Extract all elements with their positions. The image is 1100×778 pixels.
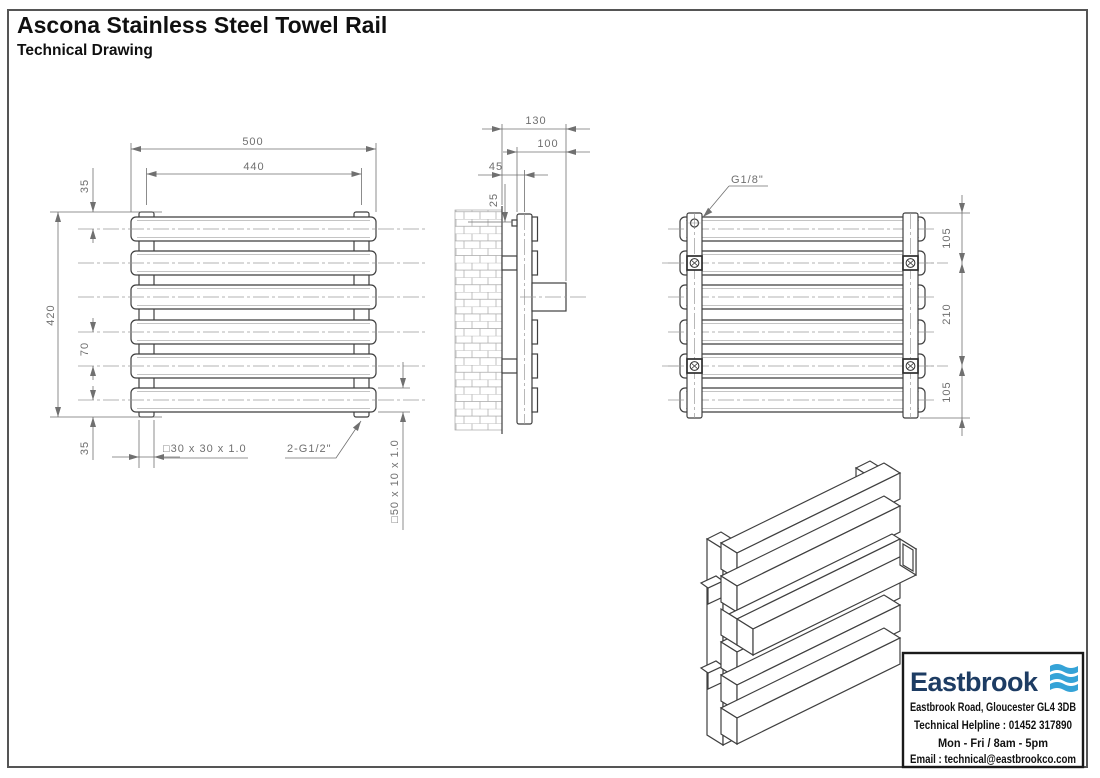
brand-name: Eastbrook bbox=[910, 667, 1039, 697]
side-view bbox=[454, 206, 586, 434]
side-view-dimensions: 130 100 45 25 bbox=[468, 115, 590, 281]
dim-top-offset: 35 bbox=[79, 179, 91, 193]
back-view-dimensions: G1/8" 105 210 105 bbox=[702, 174, 970, 436]
logo-address: Eastbrook Road, Gloucester GL4 3DB bbox=[910, 700, 1076, 714]
wall-bracket bbox=[501, 358, 518, 374]
front-upright bbox=[138, 211, 155, 418]
logo-box: Eastbrook Eastbrook Road, Gloucester GL4… bbox=[901, 651, 1085, 769]
eastbrook-flag-icon bbox=[1050, 664, 1078, 692]
dim-bottom-bracket: 105 bbox=[941, 381, 953, 402]
label-connections: 2-G1/2" bbox=[287, 443, 332, 455]
logo-email: Email : technical@eastbrookco.com bbox=[910, 752, 1076, 766]
isometric-view bbox=[699, 460, 918, 747]
dim-frame-depth: 100 bbox=[537, 138, 558, 150]
dim-overall-depth: 130 bbox=[525, 115, 546, 127]
dim-bracket-spacing: 210 bbox=[941, 303, 953, 324]
wall-bracket bbox=[501, 255, 518, 271]
page-title: Ascona Stainless Steel Towel Rail bbox=[17, 12, 387, 38]
front-view bbox=[78, 211, 428, 418]
bar-section bbox=[531, 387, 539, 413]
iso-towel-bar bbox=[736, 505, 901, 613]
page-border bbox=[7, 9, 1088, 768]
dim-centres-width: 440 bbox=[243, 161, 264, 173]
page-subtitle: Technical Drawing bbox=[17, 42, 153, 59]
dim-wall-offset: 45 bbox=[489, 161, 503, 173]
bar-section bbox=[531, 216, 539, 242]
bar-section bbox=[531, 319, 539, 345]
dim-overall-width: 500 bbox=[242, 136, 263, 148]
label-upright-section: □30 x 30 x 1.0 bbox=[163, 443, 247, 455]
dim-bottom-offset: 35 bbox=[79, 441, 91, 455]
logo-hours: Mon - Fri / 8am - 5pm bbox=[938, 736, 1048, 750]
dim-top-gap: 25 bbox=[488, 193, 500, 207]
front-view-dimensions: 500 440 420 35 70 35 □30 x 30 x 1.0 2-G1… bbox=[45, 136, 410, 530]
logo-helpline: Technical Helpline : 01452 317890 bbox=[914, 718, 1072, 732]
label-bar-section: □50 x 10 x 1.0 bbox=[389, 439, 401, 523]
dim-top-bracket: 105 bbox=[941, 227, 953, 248]
brick-wall bbox=[454, 209, 503, 431]
bar-section bbox=[531, 353, 539, 379]
dim-bar-pitch: 70 bbox=[79, 342, 91, 356]
bar-section bbox=[531, 250, 539, 276]
front-upright bbox=[353, 211, 370, 418]
logo-box-border bbox=[901, 651, 1085, 769]
label-air-vent: G1/8" bbox=[731, 174, 764, 186]
back-view bbox=[662, 212, 948, 419]
iso-towel-bar bbox=[736, 637, 901, 745]
dim-overall-height: 420 bbox=[45, 304, 57, 325]
